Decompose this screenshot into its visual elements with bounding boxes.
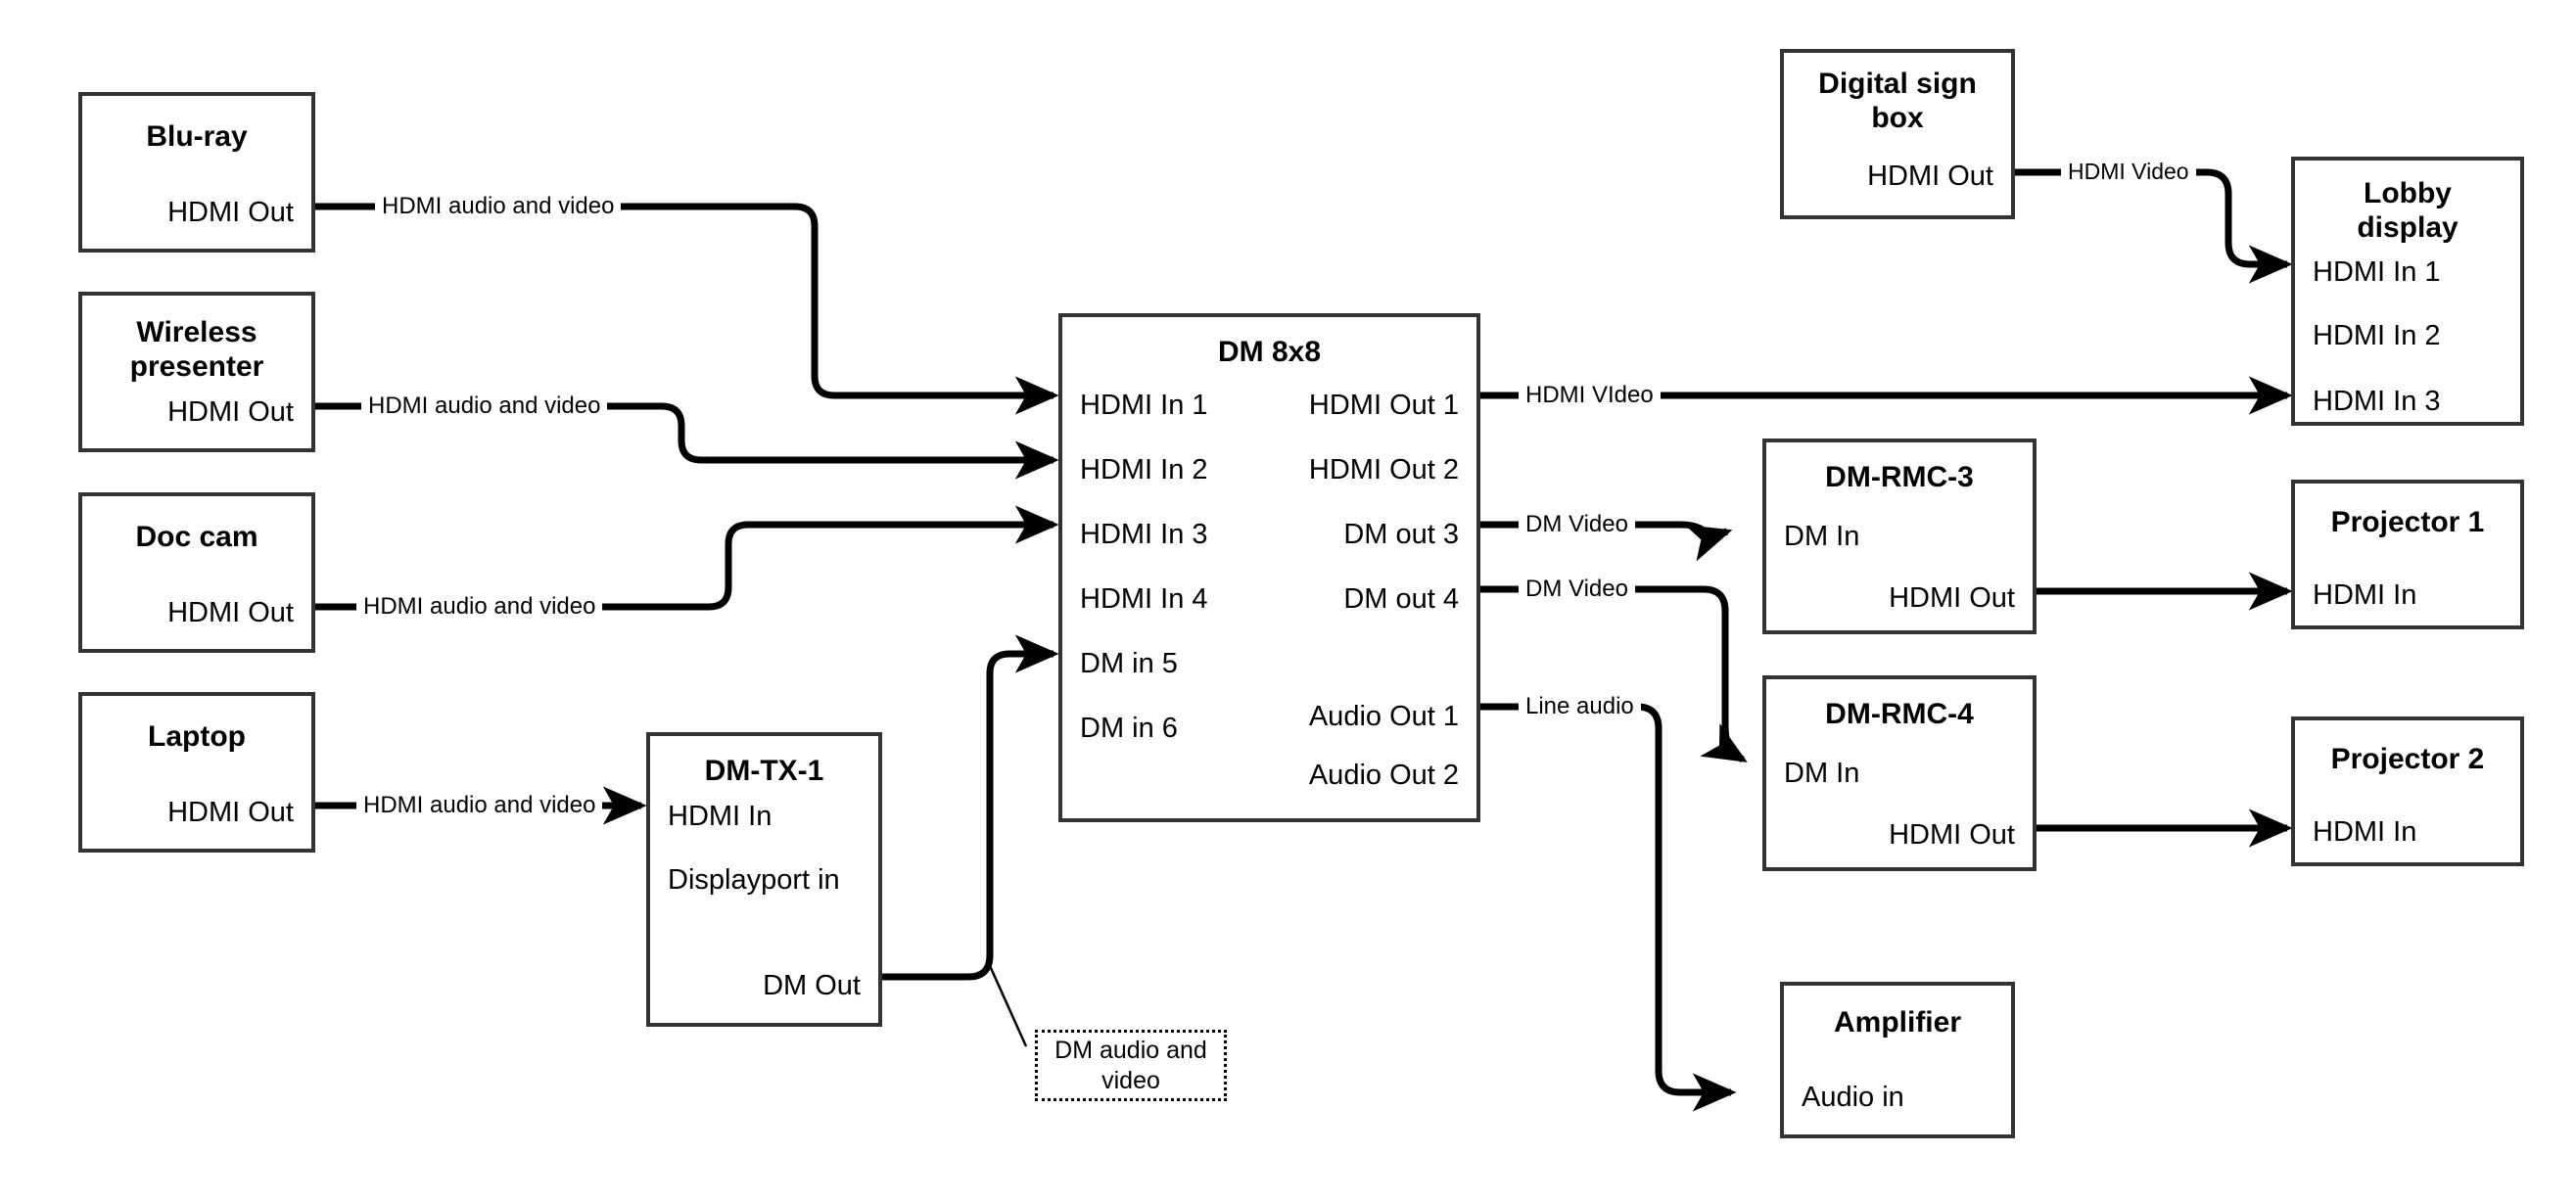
wire-label-audioout1-to-amplifier: Line audio (1519, 695, 1641, 718)
node-dm-rmc-4-port-hdmi-out: HDMI Out (1889, 819, 2015, 851)
node-lobby-display-title: Lobby display (2357, 177, 2459, 245)
node-lobby-display-port-hdmi-in-3: HDMI In 3 (2313, 386, 2441, 417)
node-dm-8x8-title: DM 8x8 (1217, 336, 1322, 368)
node-dm-rmc-4-title: DM-RMC-4 (1825, 698, 1974, 730)
wire-digitalsign-to-lobby (2015, 168, 2293, 284)
node-dm-8x8-input-dm-in-6: DM in 6 (1080, 713, 1178, 744)
wire-label-digitalsign-to-lobby: HDMI Video (2061, 161, 2196, 183)
node-dm-8x8-output-dm-out-3: DM out 3 (1343, 519, 1459, 550)
node-doc-cam-port-hdmi-out: HDMI Out (167, 597, 294, 628)
node-dm-8x8-input-hdmi-in-1: HDMI In 1 (1080, 390, 1208, 421)
wire-label-hdmiout1-to-lobby: HDMI VIdeo (1519, 384, 1661, 407)
node-dm-8x8-input-hdmi-in-2: HDMI In 2 (1080, 454, 1208, 485)
wire-dmtx1-to-dm8x8 (882, 634, 1059, 981)
node-dm-tx-1[interactable]: DM-TX-1 HDMI In Displayport in DM Out (646, 732, 882, 1027)
node-dm-tx-1-port-displayport-in: Displayport in (668, 864, 840, 896)
node-dm-8x8-input-hdmi-in-4: HDMI In 4 (1080, 583, 1208, 615)
node-dm-rmc-3[interactable]: DM-RMC-3 DM In HDMI Out (1762, 439, 2037, 634)
node-dm-8x8[interactable]: DM 8x8 HDMI In 1 HDMI In 2 HDMI In 3 HDM… (1058, 313, 1480, 822)
node-projector-2-title: Projector 2 (2330, 743, 2485, 775)
node-dm-8x8-output-dm-out-4: DM out 4 (1343, 583, 1459, 615)
node-dm-8x8-output-hdmi-out-1: HDMI Out 1 (1308, 390, 1459, 421)
wire-label-dmout4-to-dmrmc4: DM Video (1519, 577, 1635, 601)
node-dm-rmc-3-title: DM-RMC-3 (1825, 461, 1974, 493)
node-projector-2-port-hdmi-in: HDMI In (2313, 816, 2417, 848)
wire-label-doccam-to-dm8x8: HDMI audio and video (356, 595, 603, 619)
node-dm-8x8-input-hdmi-in-3: HDMI In 3 (1080, 519, 1208, 550)
node-projector-2[interactable]: Projector 2 HDMI In (2291, 716, 2524, 866)
node-dm-8x8-output-hdmi-out-2: HDMI Out 2 (1308, 454, 1459, 485)
node-amplifier-title: Amplifier (1833, 1006, 1962, 1039)
node-dm-tx-1-title: DM-TX-1 (704, 755, 824, 787)
node-projector-1-title: Projector 1 (2330, 506, 2485, 538)
node-dm-rmc-4[interactable]: DM-RMC-4 DM In HDMI Out (1762, 675, 2037, 871)
node-dm-8x8-input-dm-in-5: DM in 5 (1080, 648, 1178, 679)
node-wireless-presenter-port-hdmi-out: HDMI Out (167, 396, 294, 428)
wire-dm8x8-dmout4-to-dmrmc4 (1480, 585, 1748, 763)
wire-label-dmout3-to-dmrmc3: DM Video (1519, 513, 1635, 536)
node-laptop-port-hdmi-out: HDMI Out (167, 797, 294, 828)
node-wireless-presenter[interactable]: Wireless presenter HDMI Out (78, 292, 315, 452)
node-dm-rmc-3-port-hdmi-out: HDMI Out (1889, 582, 2015, 614)
wire-label-laptop-to-dmtx1: HDMI audio and video (356, 794, 603, 817)
leader-line-dm-note (985, 958, 1028, 1047)
node-laptop[interactable]: Laptop HDMI Out (78, 692, 315, 853)
node-blu-ray[interactable]: Blu-ray HDMI Out (78, 92, 315, 253)
node-doc-cam-title: Doc cam (135, 521, 258, 553)
node-lobby-display[interactable]: Lobby display HDMI In 1 HDMI In 2 HDMI I… (2291, 157, 2524, 426)
node-doc-cam[interactable]: Doc cam HDMI Out (78, 492, 315, 653)
wire-label-bluray-to-dm8x8: HDMI audio and video (375, 195, 622, 218)
node-dm-8x8-output-audio-out-2: Audio Out 2 (1308, 760, 1459, 791)
node-dm-rmc-3-port-dm-in: DM In (1784, 521, 1860, 552)
node-lobby-display-port-hdmi-in-1: HDMI In 1 (2313, 256, 2441, 288)
wire-label-wireless-to-dm8x8: HDMI audio and video (361, 394, 608, 418)
node-blu-ray-title: Blu-ray (146, 120, 248, 153)
wire-bluray-to-dm8x8 (315, 203, 1059, 415)
node-blu-ray-port-hdmi-out: HDMI Out (167, 197, 294, 228)
node-digital-sign-box-title: Digital sign box (1818, 68, 1977, 135)
node-dm-8x8-output-audio-out-1: Audio Out 1 (1308, 701, 1459, 732)
node-wireless-presenter-title: Wireless presenter (129, 316, 264, 384)
note-dm-audio-and-video: DM audio and video (1035, 1030, 1227, 1101)
node-digital-sign-box-port-hdmi-out: HDMI Out (1867, 161, 1993, 192)
node-projector-1[interactable]: Projector 1 HDMI In (2291, 480, 2524, 629)
node-laptop-title: Laptop (148, 720, 246, 753)
node-lobby-display-port-hdmi-in-2: HDMI In 2 (2313, 320, 2441, 351)
node-dm-tx-1-port-dm-out: DM Out (763, 970, 861, 1001)
node-dm-tx-1-port-hdmi-in: HDMI In (668, 801, 773, 832)
wire-dm8x8-audioout1-to-amplifier (1480, 703, 1737, 1112)
node-amplifier-port-audio-in: Audio in (1802, 1082, 1904, 1113)
node-projector-1-port-hdmi-in: HDMI In (2313, 579, 2417, 611)
node-amplifier[interactable]: Amplifier Audio in (1780, 982, 2015, 1138)
node-digital-sign-box[interactable]: Digital sign box HDMI Out (1780, 49, 2015, 219)
node-dm-rmc-4-port-dm-in: DM In (1784, 758, 1860, 789)
